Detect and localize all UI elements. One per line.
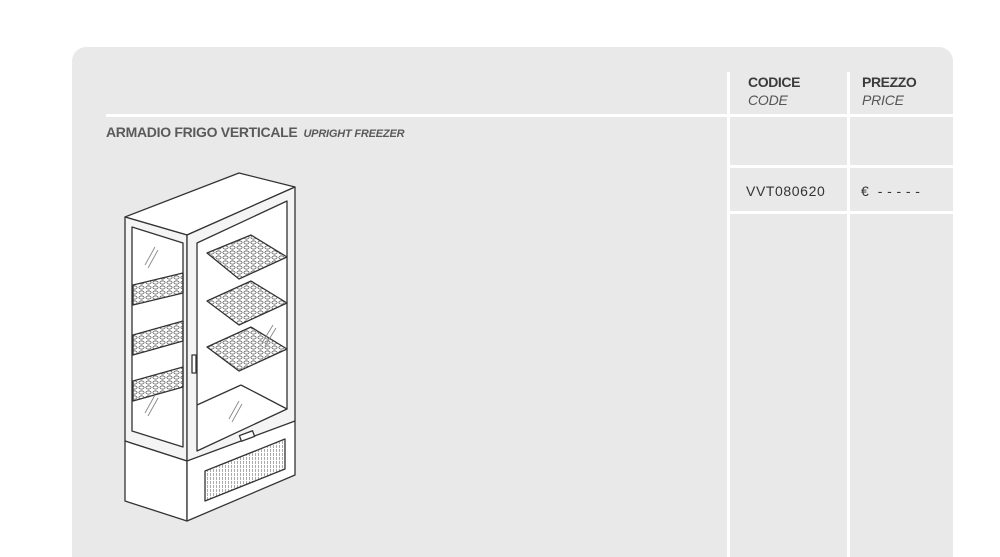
code-column-header: CODICE CODE xyxy=(748,73,800,109)
price-header-it: PREZZO xyxy=(862,74,917,90)
price-value: - - - - - xyxy=(877,183,921,199)
product-price: € - - - - - xyxy=(861,183,920,199)
column-separator-code xyxy=(727,72,730,557)
upright-freezer-drawing-icon xyxy=(117,165,357,530)
code-row-separator xyxy=(730,165,847,168)
price-row-separator-2 xyxy=(850,211,953,214)
column-separator-price xyxy=(847,72,850,557)
product-name-en: UPRIGHT FREEZER xyxy=(303,128,405,140)
code-header-it: CODICE xyxy=(748,74,801,90)
product-table-card: CODICE CODE PREZZO PRICE ARMADIO FRIGO V… xyxy=(72,47,953,557)
price-row-separator xyxy=(850,165,953,168)
currency-symbol: € xyxy=(861,183,870,199)
price-header-en: PRICE xyxy=(862,92,904,108)
header-separator xyxy=(106,114,953,117)
code-header-en: CODE xyxy=(748,92,788,108)
product-name-it: ARMADIO FRIGO VERTICALE xyxy=(106,124,298,140)
price-column-header: PREZZO PRICE xyxy=(862,73,917,109)
product-code: VVT080620 xyxy=(746,183,826,199)
code-row-separator-2 xyxy=(730,211,847,214)
product-title: ARMADIO FRIGO VERTICALE UPRIGHT FREEZER xyxy=(106,124,405,140)
